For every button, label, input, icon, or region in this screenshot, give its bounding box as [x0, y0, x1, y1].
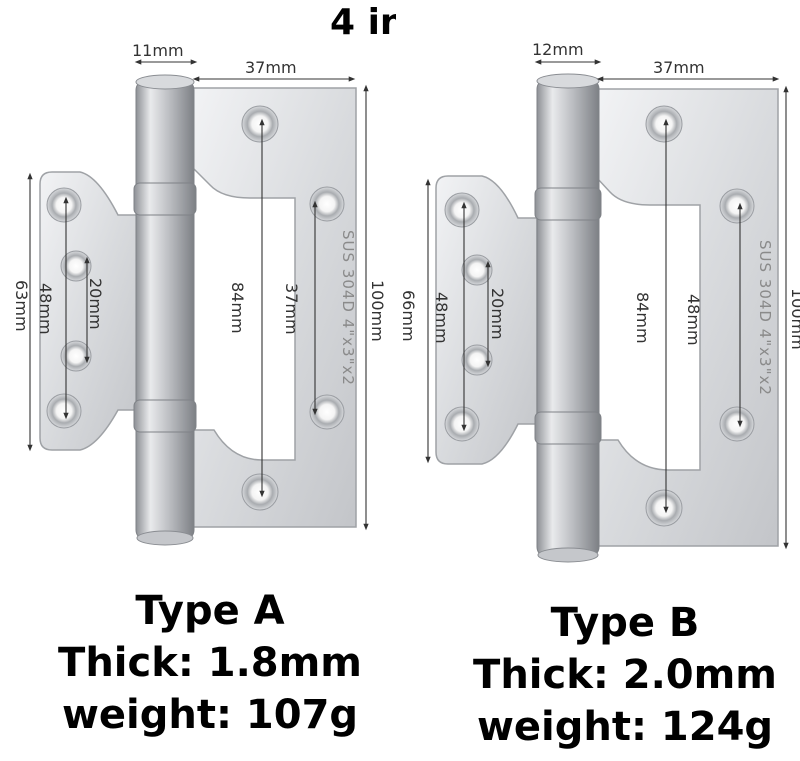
type-a-label: Type A: [135, 588, 285, 634]
hinge-a-right-leaf: [192, 87, 357, 528]
type-a-thickness: Thick: 1.8mm: [58, 640, 362, 686]
a-dim-right-hole-spacing: 37mm: [282, 283, 301, 335]
hinge-b-barrel: [534, 73, 602, 563]
type-b-thickness: Thick: 2.0mm: [473, 652, 777, 698]
b-dim-center-span: 84mm: [633, 292, 652, 344]
a-dim-barrel-width: 11mm: [132, 41, 184, 60]
a-dim-outer-hole-spacing: 48mm: [36, 283, 55, 335]
b-dim-small-hole-spacing: 20mm: [488, 288, 507, 340]
b-dim-outer-hole-spacing: 48mm: [432, 292, 451, 344]
b-dim-barrel-width: 12mm: [532, 40, 584, 59]
hinge-b-stamp: SUS 304D 4"x3"x2: [756, 240, 774, 396]
b-dim-right-hole-spacing: 48mm: [684, 294, 703, 346]
type-a-caption: Type A Thick: 1.8mm weight: 107g: [30, 585, 390, 741]
hinge-a-barrel: [133, 74, 197, 546]
type-b-caption: Type B Thick: 2.0mm weight: 124g: [450, 597, 800, 753]
b-dim-total-height: 100mm: [788, 288, 800, 350]
type-b-dimensions: [425, 59, 789, 550]
hinge-a-stamp: SUS 304D 4"x3"x2: [339, 230, 357, 386]
a-dim-left-height: 63mm: [12, 280, 31, 332]
type-b-label: Type B: [550, 600, 700, 646]
b-dim-left-height: 66mm: [399, 290, 418, 342]
b-dim-top-leaf-width: 37mm: [653, 58, 705, 77]
a-dim-small-hole-spacing: 20mm: [86, 278, 105, 330]
a-dim-total-height: 100mm: [368, 280, 387, 342]
hinge-type-b: SUS 304D 4"x3"x2: [435, 73, 779, 563]
type-b-weight: weight: 124g: [476, 704, 774, 750]
a-dim-center-span: 84mm: [228, 282, 247, 334]
type-a-weight: weight: 107g: [61, 692, 359, 738]
size-title: 4 in: [330, 2, 396, 43]
a-dim-top-leaf-width: 37mm: [245, 58, 297, 77]
type-a-dimensions: [27, 59, 369, 531]
